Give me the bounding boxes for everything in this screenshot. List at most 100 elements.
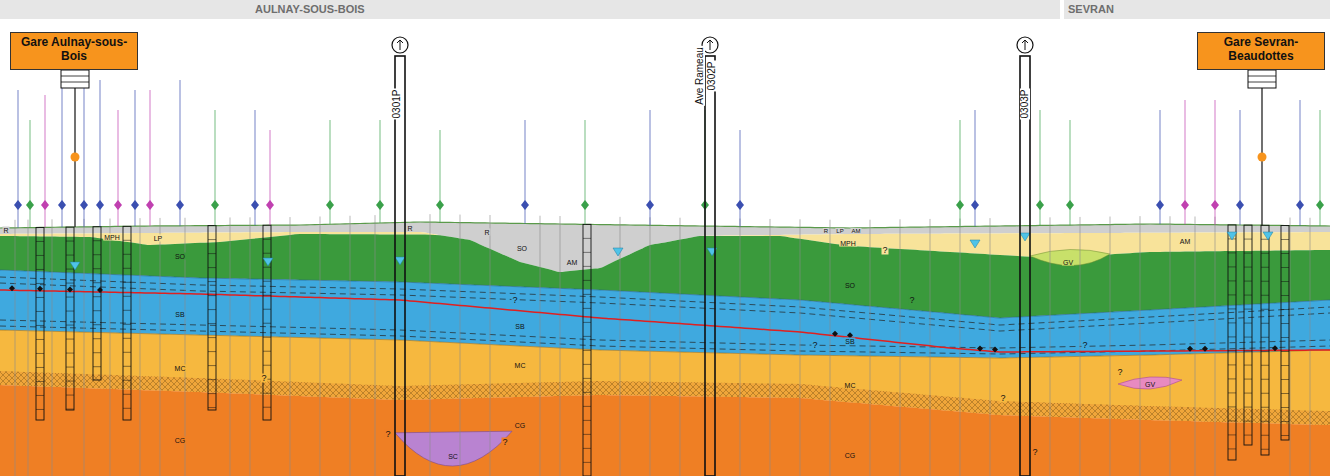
borehole-line (560, 216, 561, 476)
log-tick (208, 337, 216, 338)
water-level (970, 240, 980, 248)
log-tick (36, 241, 44, 242)
marker-icon (211, 200, 219, 210)
log-tick (208, 309, 216, 310)
dashed-horizon (0, 320, 1330, 348)
shaft-label: 0303P (1020, 89, 1030, 120)
log-tick (93, 324, 101, 325)
borehole-line (620, 217, 621, 476)
water-level (263, 258, 273, 266)
log-tick (1281, 351, 1289, 352)
log-tick (1228, 252, 1236, 253)
layer-label: SB (174, 311, 185, 318)
log-tick (263, 309, 271, 310)
formation-cg (0, 385, 1330, 476)
marker-icon (80, 200, 88, 210)
log-tick (583, 308, 591, 309)
log-tick (263, 407, 271, 408)
log-tick (583, 378, 591, 379)
layer-label: MC (174, 365, 187, 372)
log-tick (36, 297, 44, 298)
log-tick (66, 339, 74, 340)
layer-label: ? (811, 341, 818, 350)
log-tick (208, 351, 216, 352)
log-tick (93, 338, 101, 339)
station-symbol-lines (1248, 76, 1276, 82)
borehole-line (1310, 218, 1311, 476)
dashed-horizon (0, 283, 1330, 331)
borehole-line (540, 216, 541, 476)
log-tick (1244, 253, 1252, 254)
borehole-line (680, 218, 681, 476)
log-tick (36, 255, 44, 256)
borehole-log (583, 224, 591, 476)
log-tick (1281, 323, 1289, 324)
layer-label: SO (174, 253, 186, 260)
log-tick (36, 353, 44, 354)
log-tick (263, 239, 271, 240)
log-tick (36, 269, 44, 270)
layer-label: MPH (103, 234, 121, 241)
log-tick (123, 338, 131, 339)
log-tick (1228, 294, 1236, 295)
station-box: Gare Sevran-Beaudottes (1197, 32, 1325, 70)
layer-boundary (0, 330, 1330, 358)
layer-label: MC (514, 362, 527, 369)
borehole-log (1244, 225, 1252, 445)
borehole-log (123, 226, 131, 420)
layer-label: LP (153, 235, 164, 242)
marker-icon (1236, 200, 1244, 210)
log-tick (123, 408, 131, 409)
marker-icon (1211, 200, 1219, 210)
log-tick (1261, 281, 1269, 282)
layer-label: AM (851, 228, 862, 234)
log-tick (66, 311, 74, 312)
layer-label: CG (844, 452, 857, 459)
water-level (613, 248, 623, 256)
borehole-log (208, 226, 216, 410)
log-tick (583, 350, 591, 351)
log-tick (208, 323, 216, 324)
borehole-line (930, 219, 931, 476)
log-tick (1244, 337, 1252, 338)
log-tick (1261, 323, 1269, 324)
water-level (1263, 232, 1273, 240)
marker-icon (1036, 200, 1044, 210)
gv-lens (1118, 377, 1182, 389)
marker-stem (270, 130, 271, 225)
borehole-line (1050, 217, 1051, 476)
log-tick (1244, 365, 1252, 366)
log-tick (1261, 379, 1269, 380)
log-tick (208, 267, 216, 268)
borehole-line (375, 215, 376, 476)
marker-icon (251, 200, 259, 210)
log-tick (1228, 280, 1236, 281)
marker-icon (26, 200, 34, 210)
marker-stem (30, 120, 31, 228)
log-tick (583, 392, 591, 393)
shaft-symbol (392, 37, 408, 53)
layer-label: LP (835, 228, 844, 234)
log-tick (123, 282, 131, 283)
marker-icon (581, 200, 589, 210)
layer-label: ? (384, 430, 391, 439)
log-tick (263, 351, 271, 352)
marker-icon (736, 200, 744, 210)
log-tick (1261, 309, 1269, 310)
log-tick (1244, 351, 1252, 352)
log-tick (1228, 434, 1236, 435)
borehole-log (1228, 225, 1236, 460)
log-tick (1281, 365, 1289, 366)
log-tick (123, 310, 131, 311)
log-tick (583, 462, 591, 463)
borehole-log (93, 227, 101, 380)
log-tick (583, 434, 591, 435)
borehole-line (230, 217, 231, 476)
station-symbol (1248, 70, 1276, 88)
shaft-outline (1020, 56, 1030, 476)
borehole-line (770, 219, 771, 476)
log-tick (123, 366, 131, 367)
borehole-log (263, 225, 271, 420)
log-tick (1244, 379, 1252, 380)
